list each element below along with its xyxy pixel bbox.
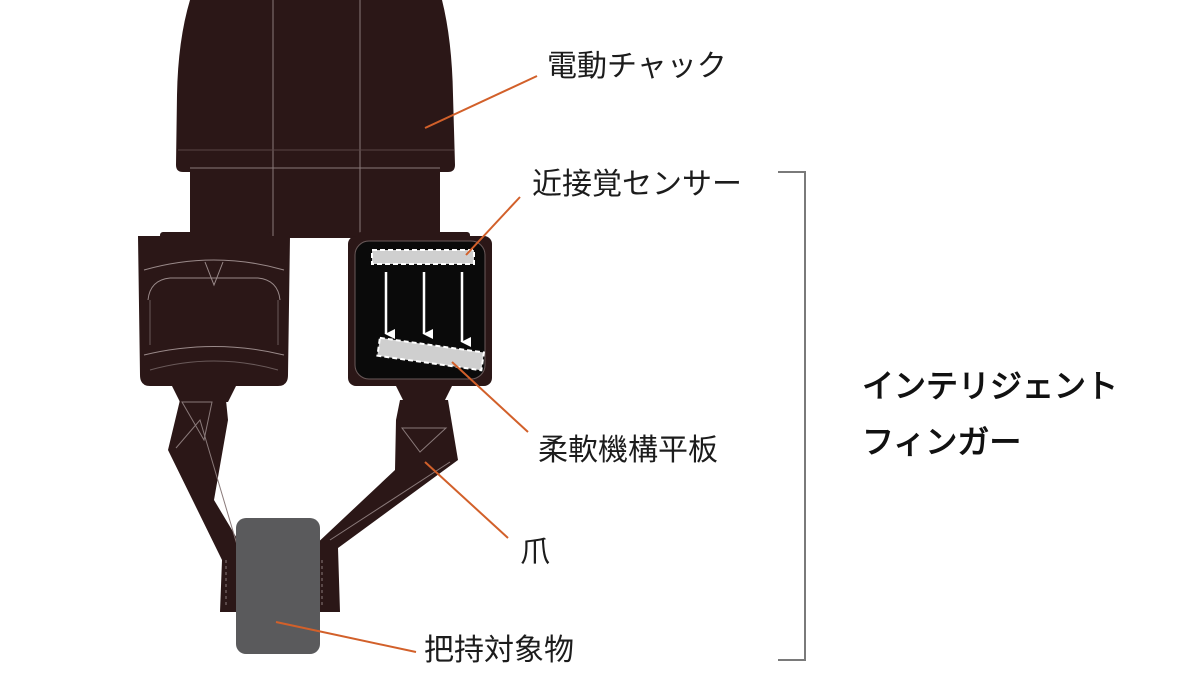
leader-line-object <box>275 621 417 653</box>
flexible-plate <box>376 336 486 372</box>
left-finger-block <box>138 232 290 402</box>
leader-line-sensor <box>465 196 521 256</box>
leader-line-claw <box>424 461 509 539</box>
label-flexible-plate: 柔軟機構平板 <box>538 433 718 468</box>
right-claw <box>312 400 458 612</box>
label-claw: 爪 <box>520 535 550 570</box>
proximity-sensor <box>371 249 475 265</box>
leader-lines <box>275 75 538 653</box>
sensing-arrows <box>384 272 471 347</box>
title-line-2: フィンガー <box>862 423 1022 461</box>
leader-line-chuck <box>424 75 538 129</box>
left-claw <box>168 400 250 612</box>
label-grasped-object: 把持対象物 <box>424 633 574 668</box>
label-proximity-sensor: 近接覚センサー <box>532 167 742 202</box>
electric-chuck <box>176 0 455 238</box>
bracket <box>778 171 806 661</box>
title-line-1: インテリジェント <box>862 367 1119 405</box>
leader-line-plate <box>451 361 529 433</box>
grasped-object <box>236 518 320 654</box>
label-electric-chuck: 電動チャック <box>547 49 727 84</box>
